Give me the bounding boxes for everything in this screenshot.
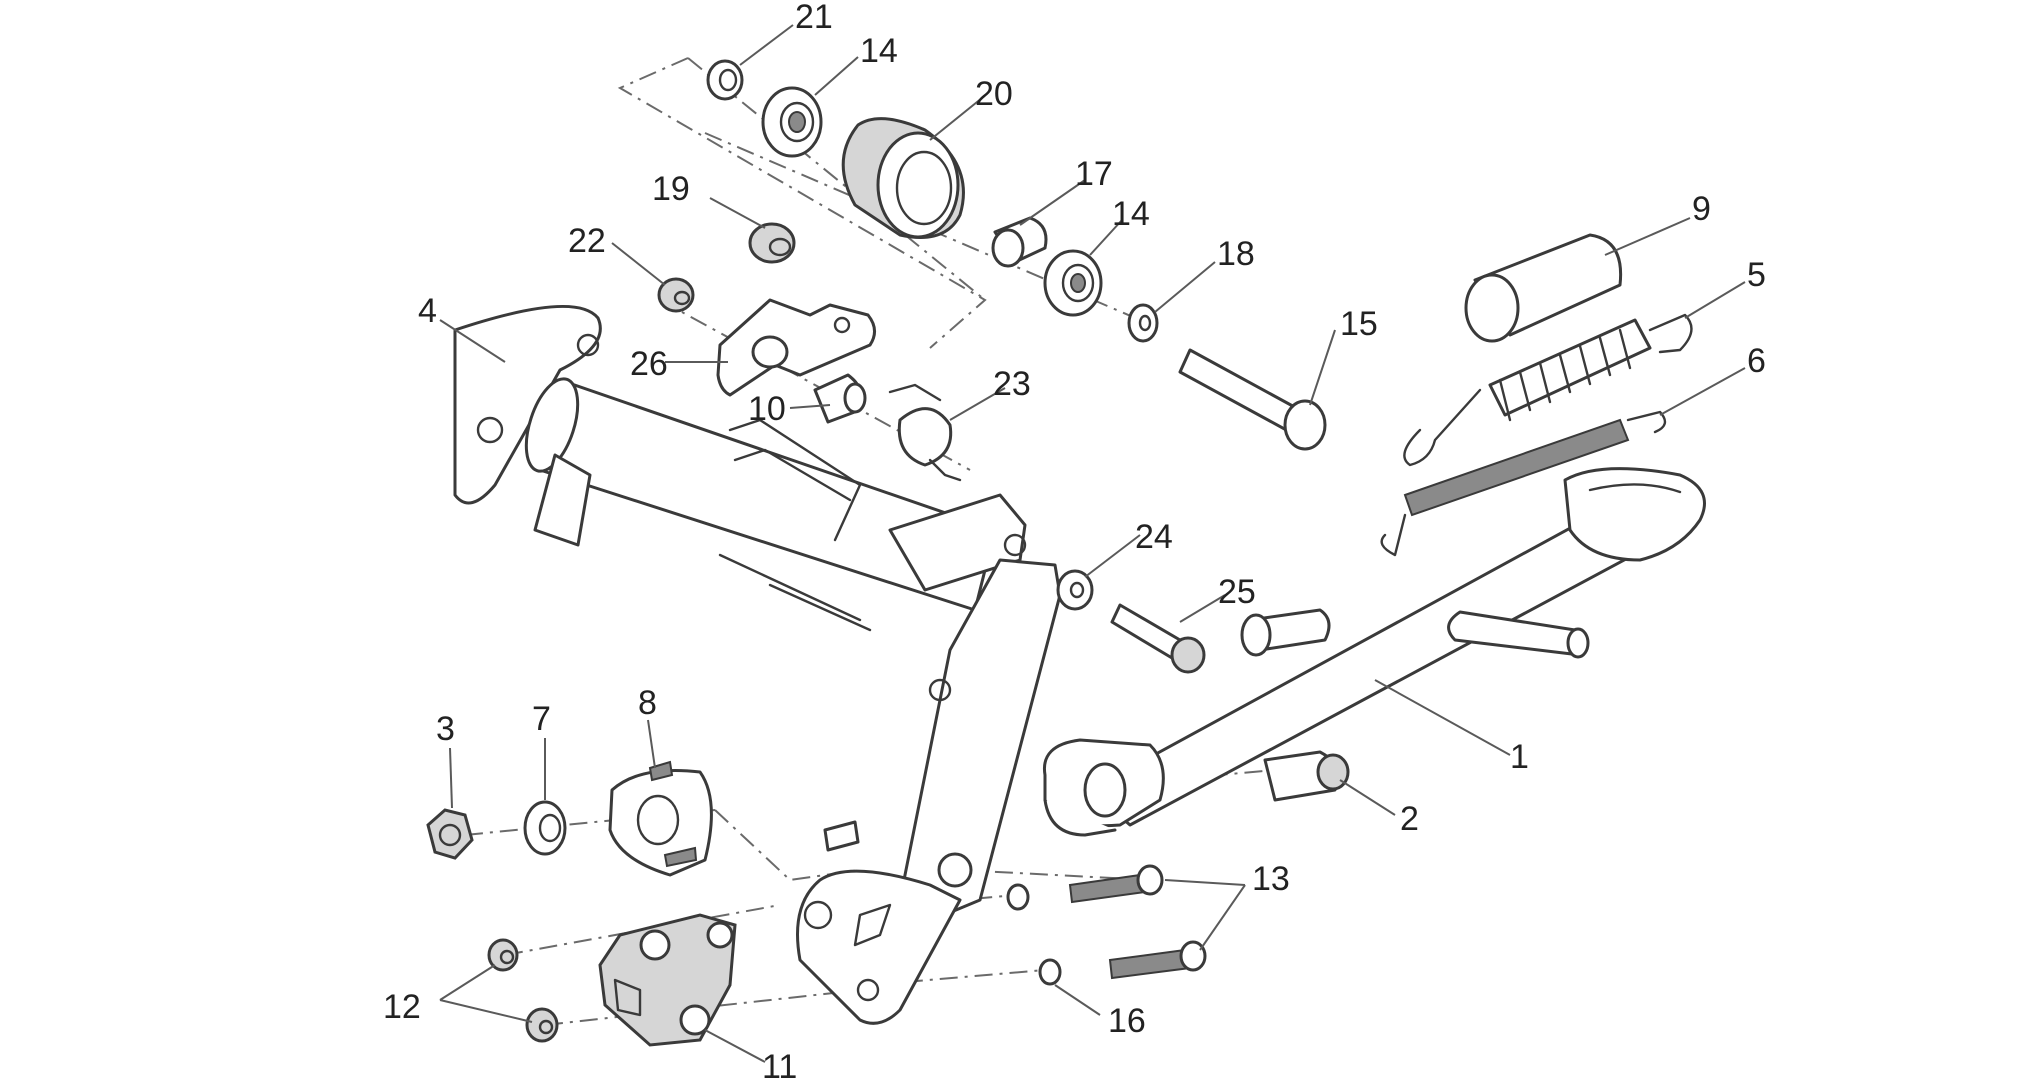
washer-8 xyxy=(523,800,567,856)
leader-lines xyxy=(439,24,1746,1063)
callout-1: 1 xyxy=(1510,738,1529,776)
callout-4: 4 xyxy=(418,292,437,330)
cam-plate-7 xyxy=(608,768,713,877)
mounting-plate xyxy=(453,305,602,505)
callout-25: 25 xyxy=(1218,573,1256,611)
callout-23: 23 xyxy=(993,365,1031,403)
callout-15: 15 xyxy=(1340,305,1378,343)
washer-24 xyxy=(1056,569,1094,611)
callout-16: 16 xyxy=(1108,1002,1146,1040)
stand-frame-assembly xyxy=(453,305,1062,1025)
spring-clip-23 xyxy=(897,407,953,467)
callout-22: 22 xyxy=(568,222,606,260)
washer-16 xyxy=(1038,958,1062,986)
callout-20: 20 xyxy=(975,75,1013,113)
callout-7: 7 xyxy=(532,700,551,738)
callout-13: 13 xyxy=(1252,860,1290,898)
callout-11: 11 xyxy=(762,1048,797,1081)
nut-3 xyxy=(426,808,474,860)
callout-14-top: 14 xyxy=(860,32,898,70)
callout-10: 10 xyxy=(748,390,786,428)
callout-26: 26 xyxy=(630,345,668,383)
callout-5: 5 xyxy=(1747,256,1766,294)
bolt-25 xyxy=(1110,603,1182,660)
side-stand xyxy=(1042,467,1706,837)
spring-5 xyxy=(1403,313,1693,467)
callout-12: 12 xyxy=(383,988,421,1026)
spring-6 xyxy=(1380,410,1667,557)
callout-9: 9 xyxy=(1692,190,1711,228)
hardware-parts xyxy=(426,59,1693,1047)
callout-21: 21 xyxy=(795,0,833,36)
callout-2: 2 xyxy=(1400,800,1419,838)
callout-17: 17 xyxy=(1075,155,1113,193)
callout-19: 19 xyxy=(652,170,690,208)
bolt-15 xyxy=(1178,348,1302,434)
screw-13-top xyxy=(1068,873,1147,904)
callout-18: 18 xyxy=(1217,235,1255,273)
callout-14-lower: 14 xyxy=(1112,195,1150,233)
washer-18 xyxy=(1127,303,1159,343)
screw-13-bottom xyxy=(1108,948,1192,980)
callout-24: 24 xyxy=(1135,518,1173,556)
callout-3: 3 xyxy=(436,710,455,748)
bushing-21 xyxy=(706,59,744,101)
callout-8: 8 xyxy=(638,684,657,722)
callout-6: 6 xyxy=(1747,342,1766,380)
callout-labels: 1 2 3 4 5 6 7 8 9 10 11 12 13 14 14 15 1… xyxy=(383,0,1766,1081)
